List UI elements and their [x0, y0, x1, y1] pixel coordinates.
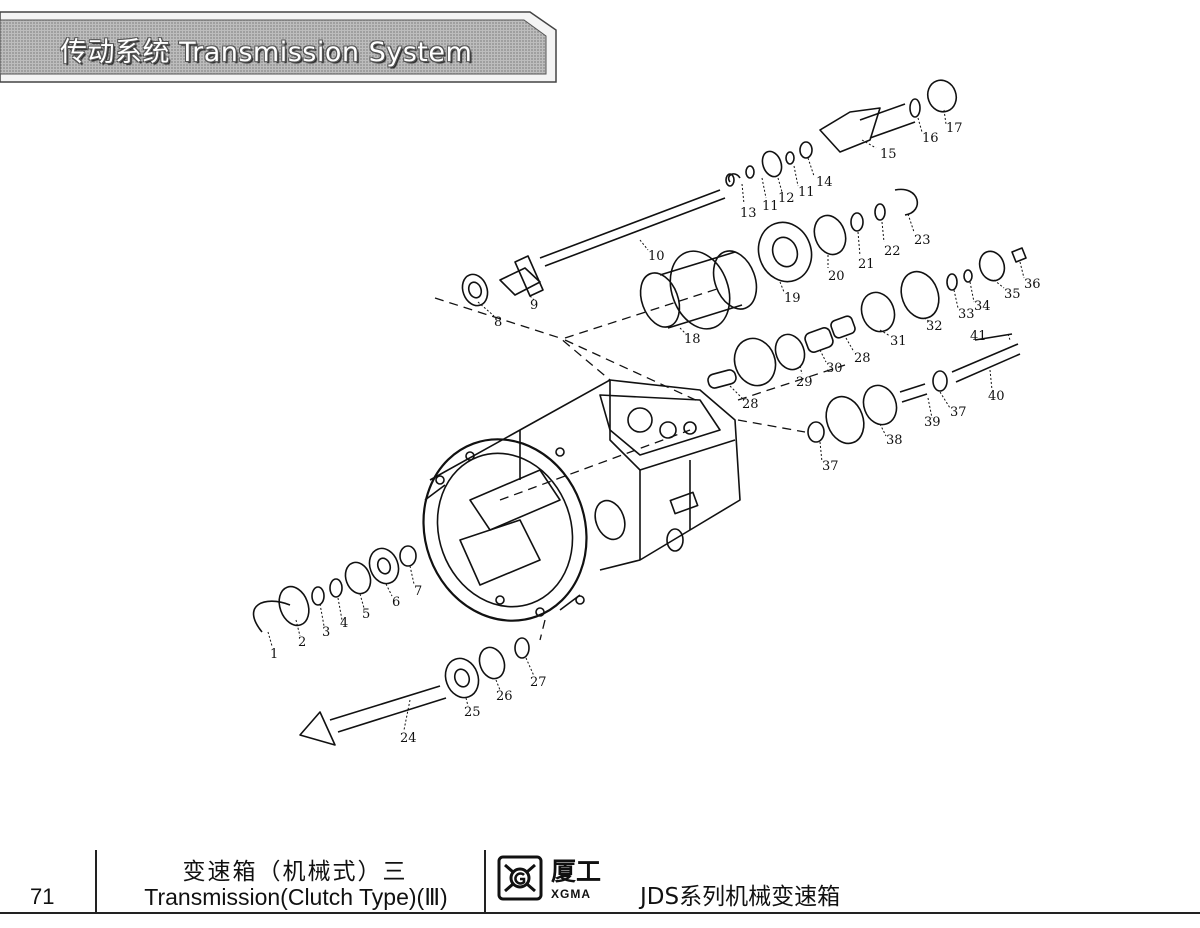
- callout-4: 4: [340, 616, 348, 631]
- brand-name-en: XGMA: [551, 887, 591, 901]
- callout-16: 16: [922, 131, 939, 146]
- callout-12: 12: [778, 191, 795, 206]
- callout-35: 35: [1004, 287, 1021, 302]
- callout-31: 31: [890, 334, 907, 349]
- callout-36: 36: [1024, 277, 1041, 292]
- callout-11-b: 11: [798, 185, 815, 200]
- callout-37-a: 37: [822, 459, 839, 474]
- callout-29: 29: [796, 375, 813, 390]
- callout-33: 33: [958, 307, 975, 322]
- callout-28-a: 28: [742, 397, 759, 412]
- callout-32: 32: [926, 319, 943, 334]
- callout-6: 6: [392, 595, 400, 610]
- callout-5: 5: [362, 607, 370, 622]
- callout-41: 41: [970, 329, 987, 344]
- callout-19: 19: [784, 291, 801, 306]
- footer-rule: [0, 912, 1200, 914]
- callout-28-b: 28: [854, 351, 871, 366]
- callout-20: 20: [828, 269, 845, 284]
- gear-cluster: [639, 188, 919, 330]
- callout-21: 21: [858, 257, 875, 272]
- xgma-logo-icon: [497, 855, 543, 901]
- header-title: 传动系统 Transmission System: [60, 37, 473, 68]
- callout-40: 40: [988, 389, 1005, 404]
- callout-24: 24: [400, 731, 417, 746]
- assembly-dashed-lines: [434, 287, 846, 641]
- callout-30: 30: [826, 361, 843, 376]
- callout-14: 14: [816, 175, 833, 190]
- output-shaft-parts: [299, 637, 530, 746]
- callout-23: 23: [914, 233, 931, 248]
- main-shaft-parts: [461, 79, 958, 307]
- callout-37-b: 37: [950, 405, 967, 420]
- header-banner: [0, 11, 557, 83]
- callout-9: 9: [530, 298, 538, 313]
- callout-15: 15: [880, 147, 897, 162]
- callout-2: 2: [298, 635, 306, 650]
- series-title: JDS系列机械变速箱: [640, 884, 841, 910]
- callout-18: 18: [684, 332, 701, 347]
- input-side-parts: [252, 545, 417, 633]
- callout-10: 10: [648, 249, 665, 264]
- page-title-cn: 变速箱（机械式）三: [182, 859, 408, 885]
- callout-27: 27: [530, 675, 547, 690]
- page-number: 71: [30, 884, 55, 909]
- idler-gear-parts: [707, 247, 1027, 389]
- callout-13: 13: [740, 206, 757, 221]
- callout-39: 39: [924, 415, 941, 430]
- callout-numbers: 1 2 3 4 5 6 7 8 9 10 11 11 11 12 13 14 1…: [270, 121, 1041, 746]
- callout-25: 25: [464, 705, 481, 720]
- callout-26: 26: [496, 689, 513, 704]
- callout-22: 22: [884, 244, 901, 259]
- callout-8: 8: [494, 315, 502, 330]
- callout-38: 38: [886, 433, 903, 448]
- transmission-housing: [422, 379, 741, 622]
- lower-shaft-parts: [807, 333, 1021, 445]
- callout-3: 3: [322, 625, 330, 640]
- callout-7: 7: [414, 584, 422, 599]
- page-title-en: Transmission(Clutch Type)(Ⅲ): [144, 884, 448, 910]
- leader-lines: [267, 109, 1025, 731]
- callout-34: 34: [974, 299, 991, 314]
- callout-1: 1: [270, 647, 278, 662]
- callout-17: 17: [946, 121, 963, 136]
- callout-11-a: 11: [762, 199, 779, 214]
- footer-divider-right: [484, 850, 486, 914]
- brand-name-cn: 厦工: [551, 857, 602, 886]
- footer-divider-left: [95, 850, 97, 914]
